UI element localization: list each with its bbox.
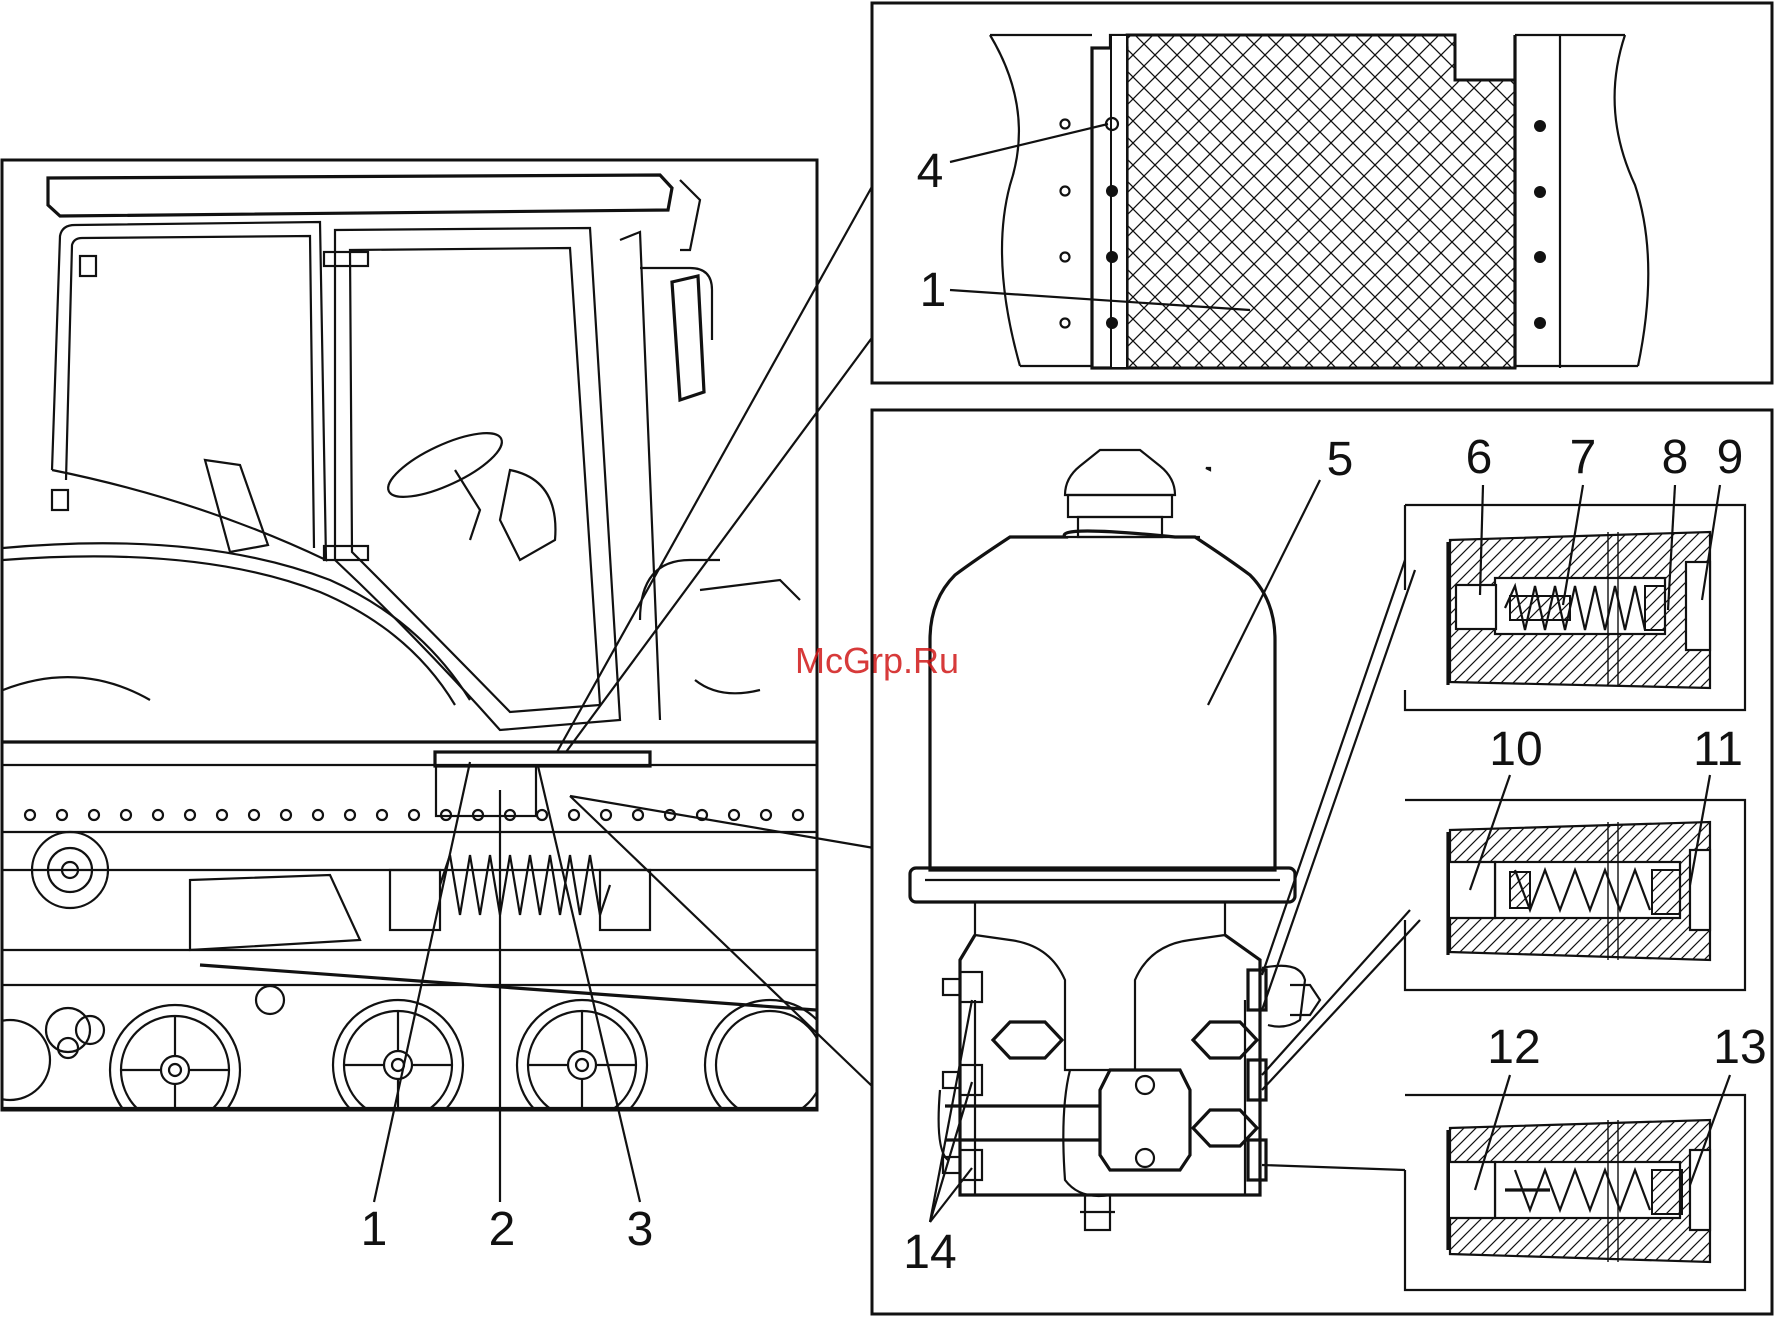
mesh-detail-panel: 4 1 bbox=[872, 3, 1772, 383]
callout-9: 9 bbox=[1717, 431, 1744, 484]
callout-8: 8 bbox=[1662, 431, 1689, 484]
callout-2: 2 bbox=[489, 1203, 516, 1256]
callout-13: 13 bbox=[1713, 1021, 1766, 1074]
callout-12: 12 bbox=[1487, 1021, 1540, 1074]
filter-mesh bbox=[1127, 35, 1515, 368]
tractor-panel: 1 2 3 bbox=[0, 160, 835, 1256]
callout-4: 4 bbox=[917, 145, 944, 198]
callout-11: 11 bbox=[1693, 723, 1743, 776]
filter-detail-panel: 5 6 7 8 9 bbox=[872, 410, 1772, 1314]
watermark-text: McGrp.Ru bbox=[795, 640, 959, 681]
callout-7: 7 bbox=[1570, 431, 1597, 484]
callout-10: 10 bbox=[1489, 723, 1542, 776]
callout-6: 6 bbox=[1466, 431, 1493, 484]
callout-1: 1 bbox=[361, 1203, 388, 1256]
callout-5: 5 bbox=[1327, 433, 1354, 486]
callout-3: 3 bbox=[627, 1203, 654, 1256]
callout-1-detail: 1 bbox=[920, 264, 947, 317]
callout-14: 14 bbox=[903, 1226, 956, 1279]
tractor-panel-frame bbox=[2, 160, 817, 1110]
